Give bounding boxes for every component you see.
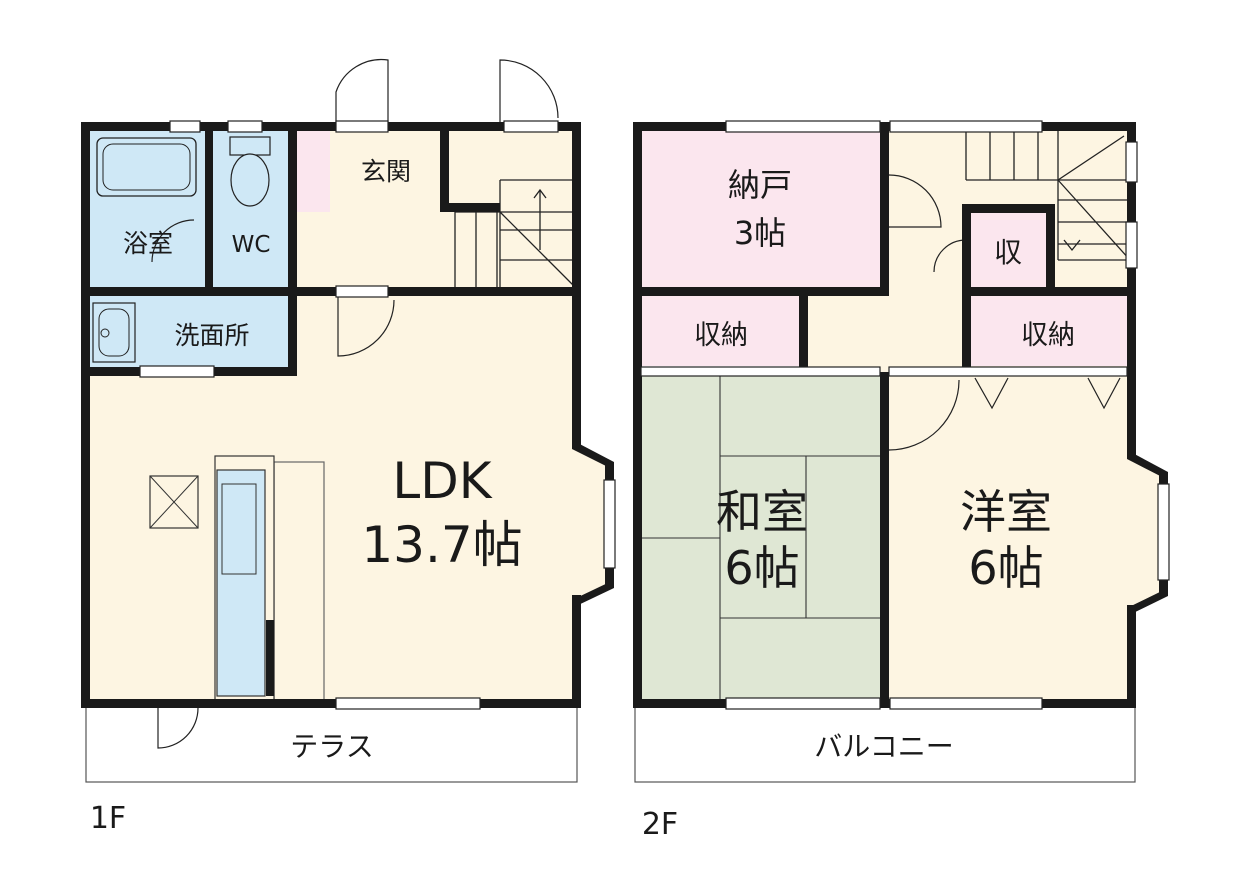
window <box>889 120 1043 133</box>
window <box>335 285 389 298</box>
window <box>335 120 389 133</box>
entrance-hall <box>296 130 576 290</box>
window <box>889 697 1043 710</box>
kitchen-counter <box>214 455 325 701</box>
entrance-label: 玄関 <box>361 157 411 186</box>
window <box>603 479 616 569</box>
window <box>139 365 215 378</box>
stairs-1f <box>454 179 577 289</box>
japanese-size-label: 6帖 <box>724 541 799 595</box>
floor-1-label: 1F <box>90 801 126 836</box>
western-room <box>889 376 1162 700</box>
bathtub <box>96 137 197 197</box>
column-marker <box>149 475 199 529</box>
closet-left-label: 収納 <box>694 320 748 351</box>
storeroom-room <box>641 130 883 288</box>
closet-small-label: 収 <box>994 236 1022 269</box>
floor-1: 浴室 WC 玄関 洗面所 LDK 13.7帖 テラス 1F <box>81 58 616 836</box>
floor-2: 納戸 3帖 収 収納 収納 和室 6帖 洋室 6帖 バルコニー 2F <box>633 120 1170 842</box>
closet-right-room <box>970 296 1130 366</box>
closet-right-label: 収納 <box>1021 320 1075 351</box>
tatami-mats <box>641 376 883 700</box>
wash-basin-icon <box>92 302 136 363</box>
wc-label: WC <box>232 232 271 258</box>
balcony-label: バルコニー <box>814 730 953 763</box>
entrance-tile <box>296 130 330 212</box>
window <box>888 366 1128 377</box>
terrace-label: テラス <box>290 730 373 763</box>
storeroom-size-label: 3帖 <box>734 214 786 252</box>
window <box>169 120 201 133</box>
ldk-name-label: LDK <box>392 452 492 510</box>
closet-small-room <box>970 212 1046 288</box>
window <box>1125 141 1138 183</box>
washroom-label: 洗面所 <box>174 321 249 350</box>
window <box>503 120 559 133</box>
window <box>640 366 881 377</box>
window <box>1125 221 1138 269</box>
window <box>725 697 881 710</box>
walls-2f <box>633 122 1168 708</box>
hall-2f-center <box>806 296 966 372</box>
window <box>227 120 263 133</box>
bath-label: 浴室 <box>123 229 173 258</box>
window <box>725 120 881 133</box>
closet-left-room <box>641 296 801 366</box>
floor-2-label: 2F <box>642 807 678 842</box>
window <box>335 697 481 710</box>
toilet-icon <box>229 136 271 207</box>
western-size-label: 6帖 <box>968 541 1043 595</box>
western-name-label: 洋室 <box>960 485 1052 539</box>
ldk-size-label: 13.7帖 <box>361 516 522 574</box>
stairs-2f <box>965 130 1131 261</box>
window <box>1157 483 1170 581</box>
storeroom-name-label: 納戸 <box>728 166 792 204</box>
japanese-name-label: 和室 <box>716 485 808 539</box>
